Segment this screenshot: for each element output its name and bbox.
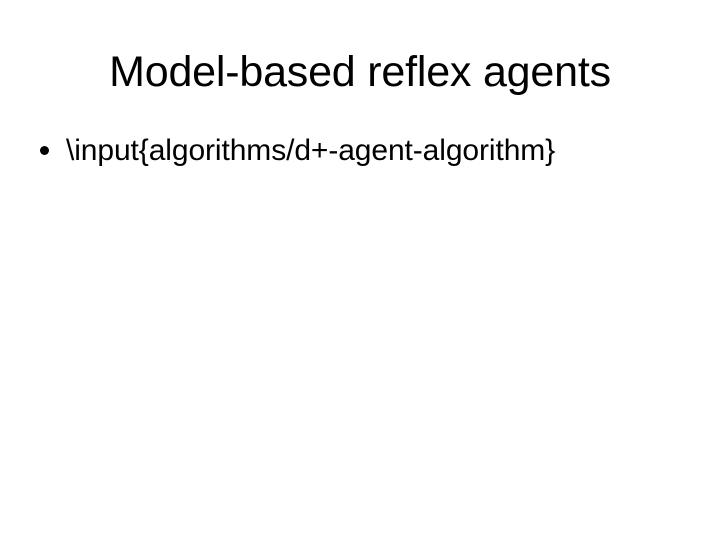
list-item-label: \input{algorithms/d+-agent-algorithm} bbox=[66, 134, 556, 167]
slide-body-bullet-list: \input{algorithms/d+-agent-algorithm} bbox=[0, 132, 720, 170]
bullet-dot-icon bbox=[40, 146, 49, 155]
page-title: Model-based reflex agents bbox=[109, 48, 611, 96]
slide-empty-content-area bbox=[0, 180, 720, 540]
list-item: \input{algorithms/d+-agent-algorithm} bbox=[0, 132, 720, 170]
